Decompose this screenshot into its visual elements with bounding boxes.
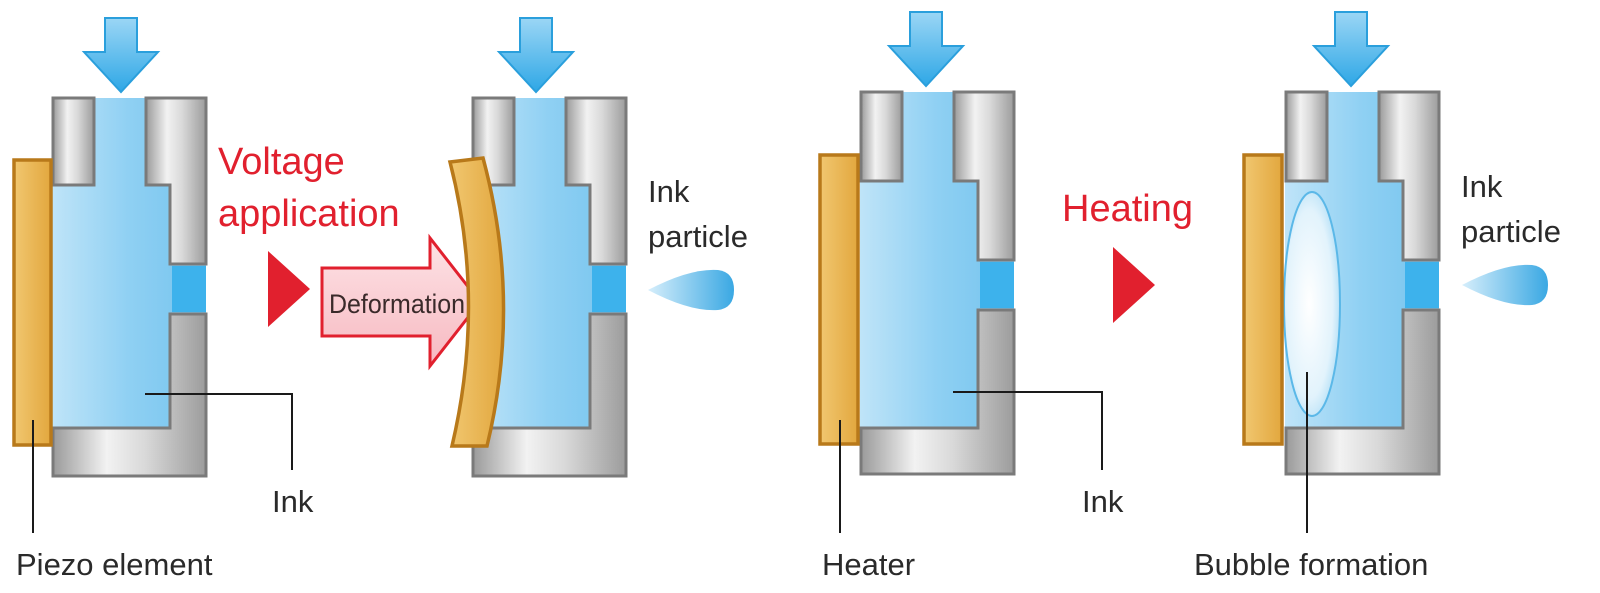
nozzle (172, 266, 206, 312)
piezo-element (12, 158, 53, 447)
ink-particle-label-2a: Ink (1461, 169, 1503, 204)
voltage-label-2: application (218, 193, 400, 235)
ink-particle-label-2b: particle (1461, 214, 1561, 249)
heater-element (1242, 153, 1284, 446)
ink-leader-left (145, 393, 293, 470)
heater-label: Heater (822, 547, 915, 582)
down-arrow-icon (1311, 11, 1391, 88)
nozzle (1405, 262, 1439, 308)
ink-label-left: Ink (272, 484, 314, 519)
nozzle (980, 262, 1014, 308)
deformation-arrow: Deformation (320, 233, 482, 371)
red-triangle-icon (268, 251, 310, 327)
piezo-element-label: Piezo element (16, 547, 213, 582)
piezo-unit-before (12, 17, 208, 478)
ink-particle-label-1b: particle (648, 219, 748, 254)
deformation-label: Deformation (329, 289, 465, 319)
deformed-piezo-element (447, 156, 506, 448)
nozzle (592, 266, 626, 312)
ink-particle-label-1a: Ink (648, 174, 690, 209)
ink-drop-icon (648, 269, 734, 311)
down-arrow-icon (886, 11, 966, 88)
heater-unit-after (1242, 11, 1441, 476)
voltage-label-1: Voltage (218, 141, 345, 183)
bubble (1283, 191, 1341, 417)
red-triangle-icon (1113, 247, 1155, 323)
heater-unit-before (818, 11, 1016, 476)
down-arrow-icon (81, 17, 161, 94)
bubble-formation-label: Bubble formation (1194, 547, 1428, 582)
piezo-unit-after (447, 17, 628, 478)
heater-element (818, 153, 860, 446)
ink-leader-right (953, 391, 1103, 470)
ink-drop-icon (1462, 264, 1548, 306)
down-arrow-icon (496, 17, 576, 94)
ink-label-right: Ink (1082, 484, 1124, 519)
heating-label: Heating (1062, 188, 1193, 230)
